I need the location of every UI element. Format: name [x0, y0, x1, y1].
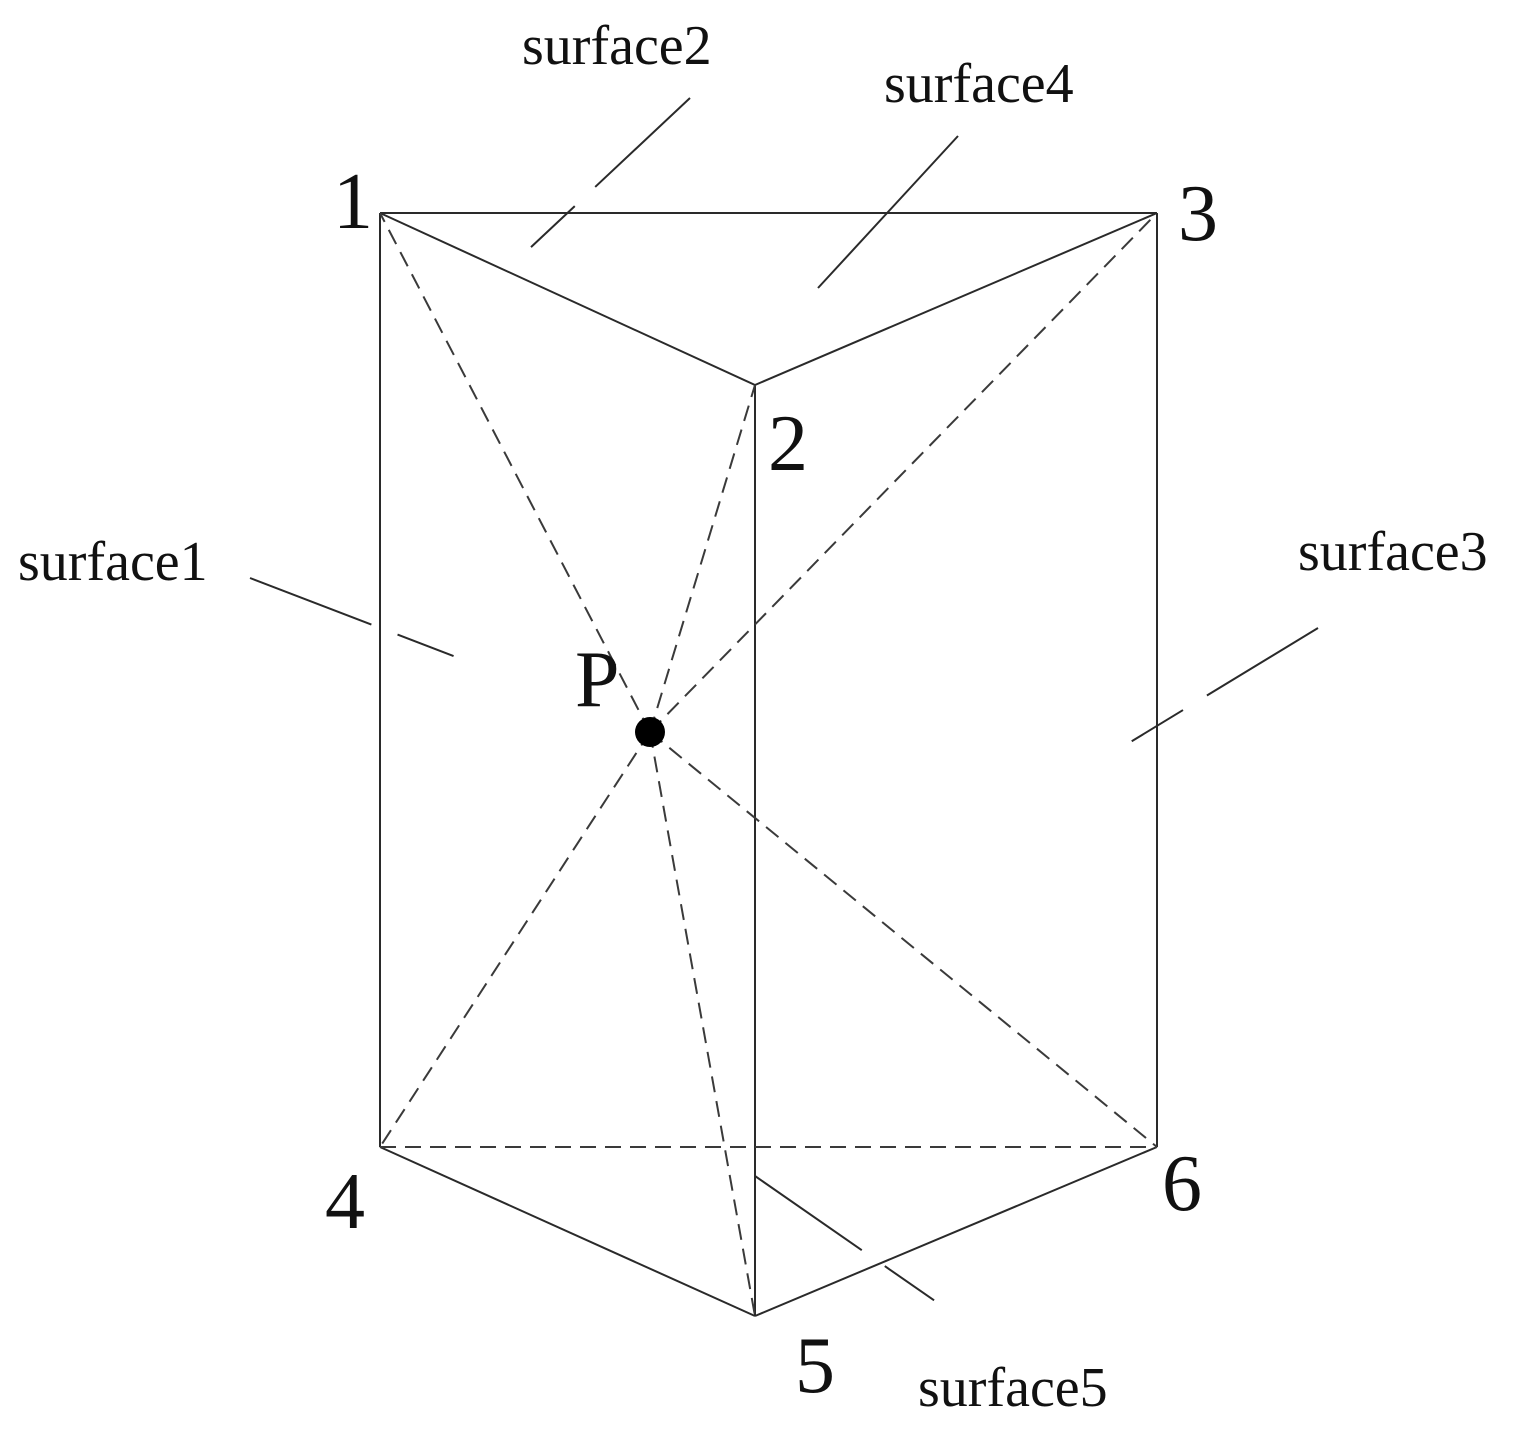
- line-p-2: [649, 384, 756, 733]
- line-p-3: [649, 212, 1158, 733]
- surface-label-5: surface5: [918, 1357, 1108, 1419]
- leader-surface1: [249, 577, 491, 671]
- prism-edges: [379, 212, 1158, 1317]
- leader-surface4: [817, 135, 959, 289]
- vertex-label-4: 4: [325, 1158, 365, 1246]
- hidden-lines: [379, 212, 1158, 1317]
- surface-labels: surface1 surface2 surface3 surface4 surf…: [18, 15, 1488, 1419]
- leader-surface5: [754, 1175, 1021, 1361]
- surface-label-4: surface4: [884, 53, 1074, 115]
- point-p: [635, 717, 665, 747]
- vertex-label-5: 5: [795, 1322, 835, 1410]
- edge-2-3: [754, 212, 1158, 386]
- leader-surface2: [479, 97, 691, 296]
- edge-4-5: [379, 1146, 756, 1317]
- vertex-label-6: 6: [1162, 1140, 1202, 1228]
- edge-5-6: [754, 1146, 1158, 1317]
- surface-label-3: surface3: [1298, 521, 1488, 583]
- surface-label-1: surface1: [18, 531, 208, 593]
- surface-label-2: surface2: [522, 15, 712, 77]
- edge-1-2: [379, 212, 756, 386]
- leader-lines: [249, 97, 1319, 1361]
- vertex-label-1: 1: [333, 158, 373, 246]
- line-p-4: [379, 731, 651, 1148]
- vertex-label-3: 3: [1178, 170, 1218, 258]
- line-p-1: [379, 212, 651, 733]
- leader-surface3: [1039, 627, 1319, 798]
- line-p-5: [649, 731, 756, 1317]
- vertex-label-2: 2: [768, 400, 808, 488]
- point-label-p: P: [575, 636, 620, 724]
- vertex-labels: 1 2 3 4 5 6 P: [325, 158, 1218, 1410]
- line-p-6: [649, 731, 1158, 1148]
